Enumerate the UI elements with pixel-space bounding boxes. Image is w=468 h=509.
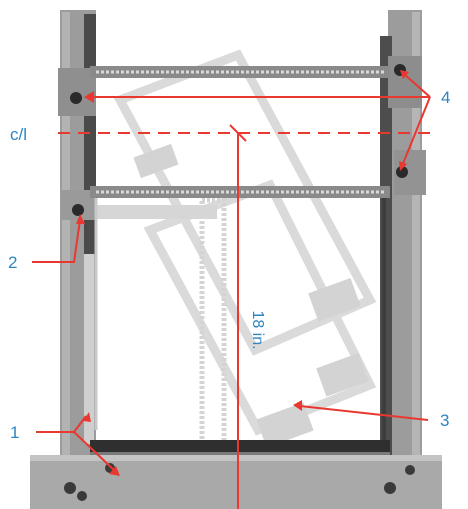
dimension-label: 18 in. bbox=[249, 310, 266, 349]
arrowhead-1b bbox=[109, 466, 120, 476]
arrowhead-1a bbox=[83, 412, 91, 422]
callout-1: 1 bbox=[10, 423, 19, 442]
callout-leaders bbox=[32, 73, 431, 473]
callout-4: 4 bbox=[441, 88, 450, 107]
arrowhead-3 bbox=[293, 400, 302, 411]
lower-rail bbox=[90, 186, 390, 198]
arrowhead-4b bbox=[400, 70, 409, 79]
dimension-tick bbox=[229, 124, 247, 142]
callout-arrowheads bbox=[76, 70, 409, 476]
centerline-label: c/l bbox=[10, 125, 27, 144]
callout-2: 2 bbox=[8, 253, 17, 272]
top-rail bbox=[90, 66, 390, 78]
base-plate bbox=[30, 455, 442, 509]
arrowhead-4c bbox=[399, 161, 407, 171]
arrowhead-4a bbox=[84, 91, 94, 103]
ghost-rotated-frame bbox=[92, 49, 377, 458]
callout-3: 3 bbox=[440, 411, 449, 430]
arrowhead-2 bbox=[76, 214, 85, 224]
